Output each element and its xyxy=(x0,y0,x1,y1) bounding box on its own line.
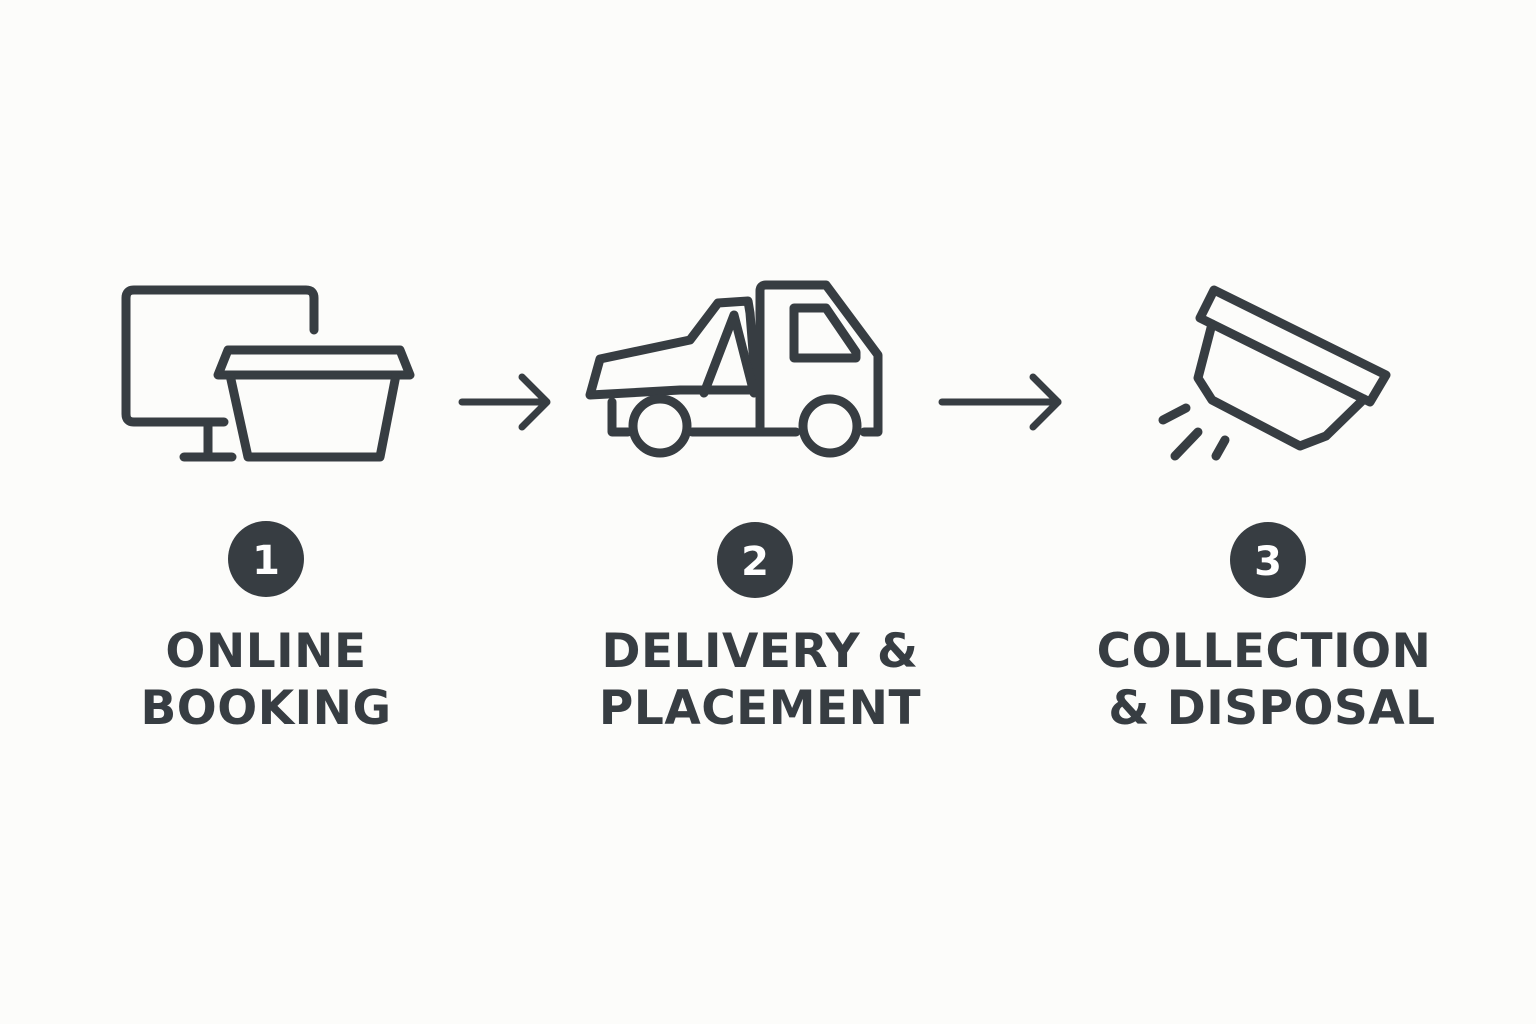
step-1-label-line1: ONLINE xyxy=(165,624,366,679)
step-1-label-line2: BOOKING xyxy=(140,681,391,736)
step-3-number: 3 xyxy=(1254,539,1282,585)
step-3: 3 COLLECTION & DISPOSAL xyxy=(1097,285,1435,736)
step-3-badge: 3 xyxy=(1230,522,1306,598)
step-1: 1 ONLINE BOOKING xyxy=(121,285,415,736)
step-1-badge-circle xyxy=(228,521,304,597)
step-3-badge-circle xyxy=(1230,522,1306,598)
step-2-label-line2: PLACEMENT xyxy=(599,681,921,736)
step-2-badge-circle xyxy=(717,522,793,598)
tipper-truck-icon xyxy=(585,280,883,458)
monitor-with-skip-icon xyxy=(121,285,415,462)
step-2-label-line1: DELIVERY & xyxy=(601,624,918,679)
tipping-skip-icon xyxy=(1158,285,1391,461)
step-2-number: 2 xyxy=(741,539,769,585)
arrow-right-icon xyxy=(938,373,1062,431)
step-3-label-line2: & DISPOSAL xyxy=(1108,681,1435,736)
step-3-label-line1: COLLECTION xyxy=(1097,624,1432,679)
step-2: 2 DELIVERY & PLACEMENT xyxy=(585,280,921,736)
step-1-badge: 1 xyxy=(228,521,304,597)
step-2-badge: 2 xyxy=(717,522,793,598)
step-1-number: 1 xyxy=(252,538,280,584)
arrow-right-icon xyxy=(458,373,551,431)
